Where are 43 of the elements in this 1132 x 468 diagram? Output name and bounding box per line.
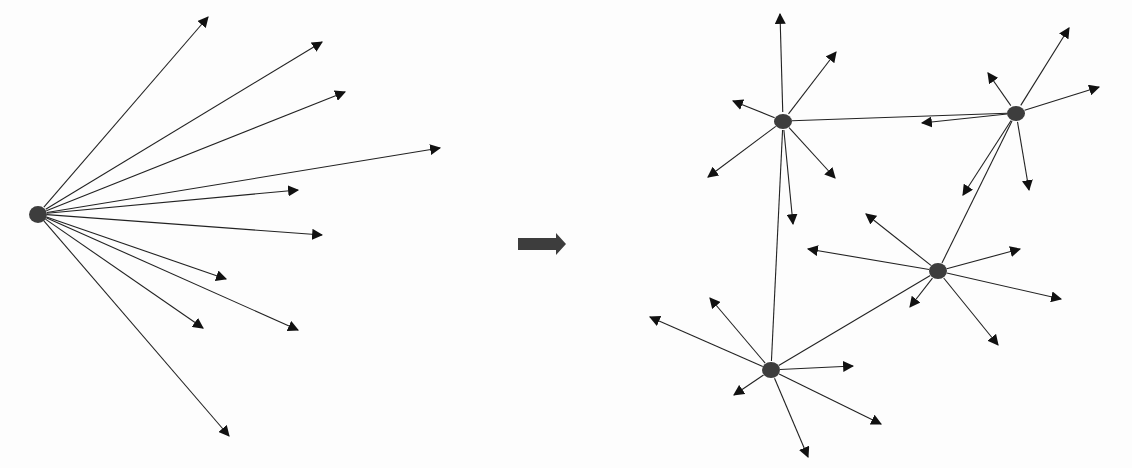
arrow	[46, 214, 324, 240]
arrow	[865, 213, 932, 266]
arrow	[1020, 27, 1070, 106]
arrow	[806, 245, 930, 271]
connector-line	[791, 112, 1008, 122]
arrow	[943, 277, 999, 346]
arrow	[773, 377, 810, 458]
arrow	[45, 217, 299, 331]
arrow	[962, 120, 1012, 196]
arrow	[774, 12, 786, 113]
arrow	[946, 272, 1063, 303]
arrow	[1016, 121, 1033, 192]
arrow	[46, 144, 442, 214]
arrow	[783, 129, 798, 226]
arrow	[43, 220, 230, 437]
arrow	[709, 297, 766, 364]
arrow	[45, 216, 228, 281]
arrow	[732, 99, 776, 119]
arrow	[787, 51, 837, 115]
arrow	[45, 90, 346, 212]
connector-line	[941, 120, 1013, 264]
hub-dot	[762, 362, 780, 378]
arrow	[649, 315, 764, 367]
arrow	[920, 113, 1008, 128]
connector-line	[778, 275, 931, 366]
arrow	[778, 373, 882, 425]
arrow	[788, 127, 836, 179]
arrow	[44, 218, 204, 329]
arrow	[779, 361, 855, 372]
hub-dot	[1007, 105, 1025, 121]
arrow	[1024, 84, 1101, 111]
arrow	[43, 16, 209, 208]
connector-line	[770, 129, 784, 362]
arrow	[946, 246, 1022, 270]
arrow	[733, 374, 765, 396]
hub-dot	[29, 205, 47, 223]
arrow	[707, 125, 777, 178]
arrow	[46, 185, 300, 214]
hub-dot	[774, 113, 792, 129]
arrow	[45, 41, 323, 210]
arrow	[909, 277, 933, 308]
hub-dot	[929, 263, 947, 279]
arrow	[987, 72, 1012, 107]
